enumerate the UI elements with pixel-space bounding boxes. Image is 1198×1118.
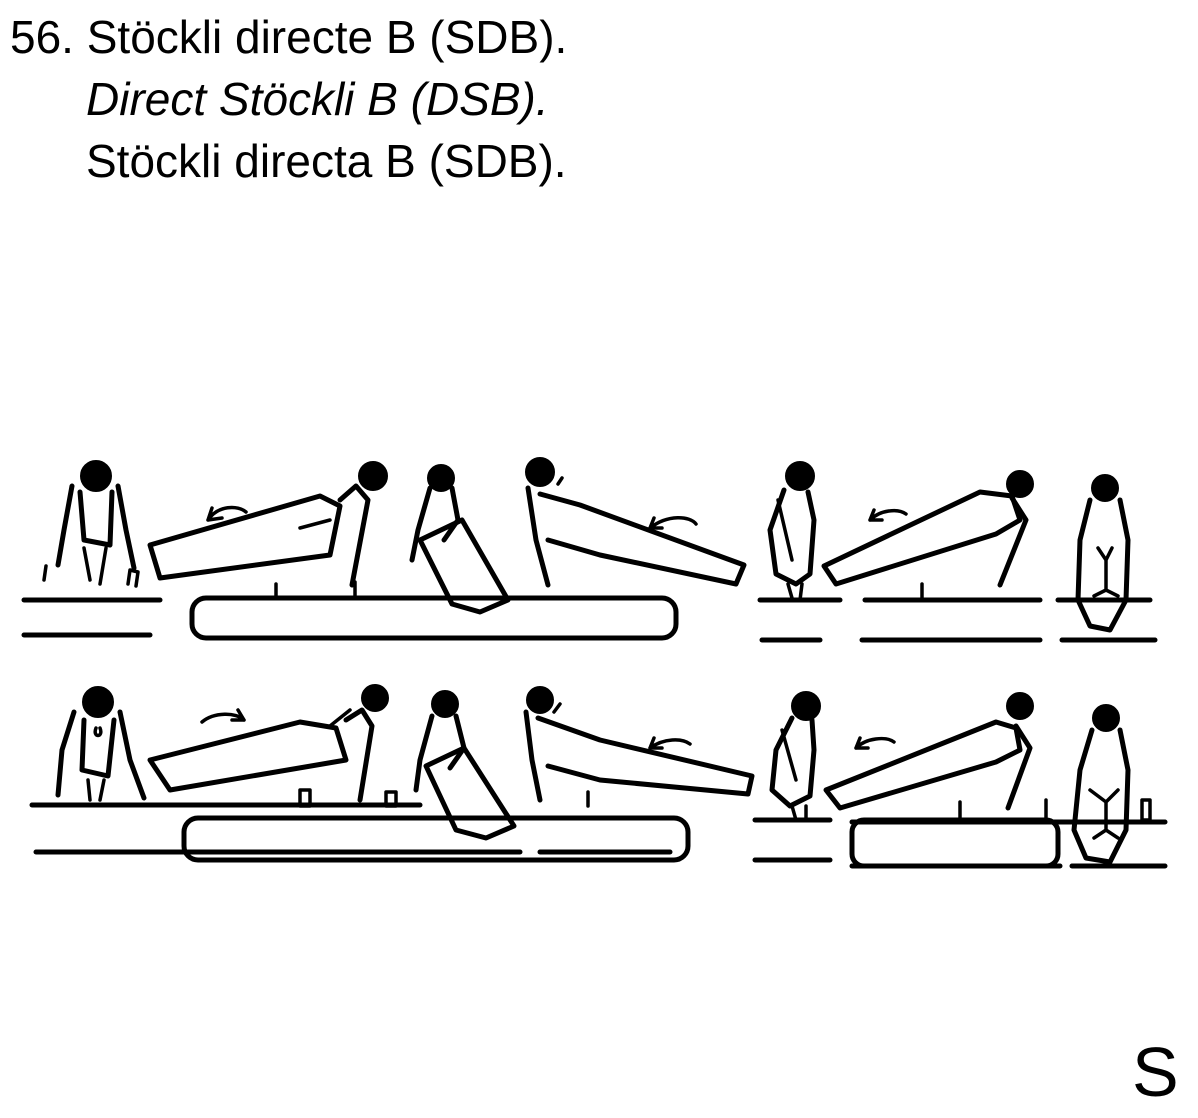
row-2-figure-2 xyxy=(147,684,389,803)
row-2-figure-7 xyxy=(1071,704,1152,865)
row-2-figure-6 xyxy=(823,692,1048,822)
row-1-figure-3 xyxy=(409,464,511,615)
row-2-horse xyxy=(181,815,691,863)
element-title: 56. Stöckli directe B (SDB). Direct Stöc… xyxy=(10,6,567,192)
row-2-pommels xyxy=(298,788,590,808)
row-2-figure-4 xyxy=(523,686,755,803)
row-1-figure-1 xyxy=(42,460,140,588)
row-2-horse-right xyxy=(849,817,1061,869)
row-1-pommels xyxy=(274,580,357,600)
row-1-figure-2 xyxy=(147,461,388,588)
row-1-figure-6 xyxy=(821,470,1034,600)
corner-mark: S xyxy=(1132,1033,1179,1111)
title-french: 56. Stöckli directe B (SDB). xyxy=(10,11,568,63)
row-2-figure-1 xyxy=(55,686,147,802)
row-2-figure-3 xyxy=(413,690,517,841)
row-1-figure-4 xyxy=(525,457,747,588)
row-1-sequence xyxy=(21,457,1158,643)
row-1-figure-5 xyxy=(767,461,817,602)
title-spanish: Stöckli directa B (SDB). xyxy=(86,135,567,187)
row-1-floor-lines xyxy=(21,597,1158,643)
title-english: Direct Stöckli B (DSB). xyxy=(86,73,549,125)
row-2-figure-5 xyxy=(769,691,821,822)
row-2-sequence xyxy=(29,684,1168,869)
row-1-horse xyxy=(189,595,679,641)
row-1-figure-7 xyxy=(1075,474,1131,633)
row-2-floor-lines xyxy=(29,802,1168,869)
